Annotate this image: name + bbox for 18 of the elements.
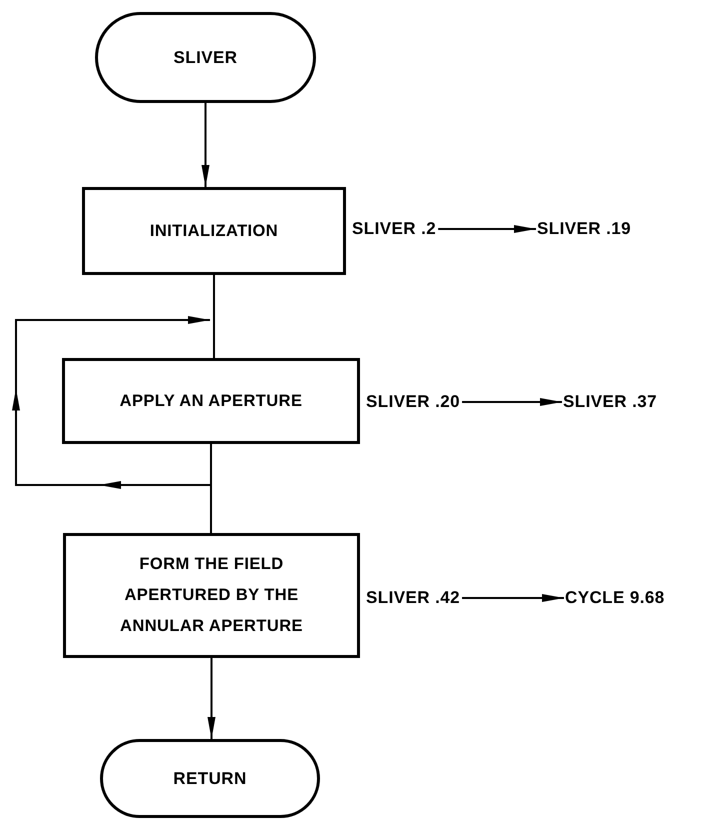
process-box: APPLY AN APERTURE (62, 358, 360, 444)
terminal-shape: SLIVER (95, 12, 316, 103)
reference-label: SLIVER .2 (352, 219, 436, 239)
arrow (438, 225, 536, 233)
reference-label: SLIVER .19 (537, 219, 632, 239)
connector-line (213, 275, 215, 358)
process-box: INITIALIZATION (82, 187, 346, 275)
loop-arrow (12, 316, 212, 489)
terminal-shape: RETURN (100, 739, 320, 818)
arrow (208, 658, 216, 739)
reference-label: CYCLE 9.68 (565, 588, 665, 608)
reference-label: SLIVER .42 (366, 588, 460, 608)
process-box: FORM THE FIELD APERTURED BY THE ANNULAR APERTURE (63, 533, 360, 658)
arrow (202, 103, 210, 187)
reference-label: SLIVER .37 (563, 392, 658, 412)
arrow (462, 594, 564, 602)
arrow (462, 398, 562, 406)
reference-label: SLIVER .20 (366, 392, 460, 412)
